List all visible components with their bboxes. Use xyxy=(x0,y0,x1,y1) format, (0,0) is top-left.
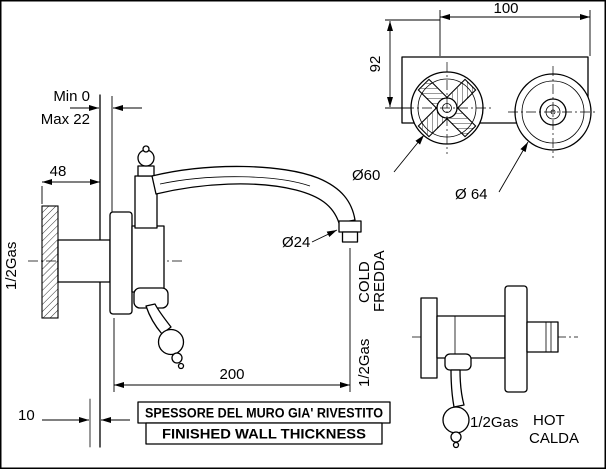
front-view xyxy=(401,56,598,158)
hot-label-en: HOT xyxy=(533,412,565,429)
note-box-bottom xyxy=(145,422,383,445)
cold-thread-label: 1/2Gas xyxy=(356,339,373,387)
hot-handle-stem xyxy=(450,369,465,408)
handle-stem xyxy=(145,303,172,335)
dia-24-label: Ø24 xyxy=(282,234,310,251)
hot-escutcheon xyxy=(504,285,528,393)
dia-64-label: Ø 64 xyxy=(455,186,488,203)
dim-10-label: 10 xyxy=(18,407,35,424)
spout xyxy=(151,165,356,224)
hot-valve-view xyxy=(412,285,578,449)
spout-highlight xyxy=(159,176,311,187)
port-labels: 1/2Gas COLD FREDDA 1/2Gas HOT CALDA xyxy=(356,250,579,447)
hot-thread-label: 1/2Gas xyxy=(470,414,518,431)
note-line-2: FINISHED WALL THICKNESS xyxy=(162,427,366,442)
note-box: SPESSORE DEL MURO GIA' RIVESTITO FINISHE… xyxy=(137,401,391,445)
hot-label-it: CALDA xyxy=(529,430,579,447)
dimensions: 100 92 Min 0 Max 22 48 1/2Gas Ø60 Ø 64 Ø… xyxy=(3,0,591,424)
hot-backplate xyxy=(420,297,438,379)
handle-finial-tip xyxy=(177,362,185,370)
dim-92-label: 92 xyxy=(367,56,384,73)
hot-handle-finial-tip xyxy=(452,441,460,449)
hot-supply-pipe xyxy=(526,321,559,353)
dim-200-label: 200 xyxy=(219,366,244,383)
hot-handle-ball xyxy=(442,406,470,434)
side-view xyxy=(28,94,362,448)
riser-collar xyxy=(137,165,155,177)
inlet-flange xyxy=(41,205,59,319)
cold-label-en: COLD xyxy=(356,261,373,303)
dia-60-label: Ø60 xyxy=(352,167,380,184)
cold-label-it: FREDDA xyxy=(371,250,388,312)
valve-body xyxy=(131,225,165,293)
max-label: Max 22 xyxy=(41,111,90,128)
hot-handle-finial xyxy=(450,431,462,443)
supply-pipe xyxy=(57,239,111,283)
handle-ball xyxy=(157,328,185,356)
dia-60-leader xyxy=(393,134,425,173)
dim-48-label: 48 xyxy=(50,163,67,180)
aerator-body xyxy=(338,220,362,233)
hot-valve-body xyxy=(436,315,506,359)
hot-handle-joint xyxy=(444,353,472,371)
riser-finial-tip xyxy=(142,145,150,153)
wall-escutcheon xyxy=(109,211,133,315)
inlet-thread-label: 1/2Gas xyxy=(3,242,20,290)
dim-100-label: 100 xyxy=(493,0,518,17)
dia-24-leader xyxy=(311,229,338,243)
handle-finial xyxy=(171,352,183,364)
dia-64-leader xyxy=(498,141,529,193)
min-label: Min 0 xyxy=(53,88,90,105)
note-line-1: SPESSORE DEL MURO GIA' RIVESTITO xyxy=(145,406,383,421)
aerator-tip xyxy=(341,231,359,243)
